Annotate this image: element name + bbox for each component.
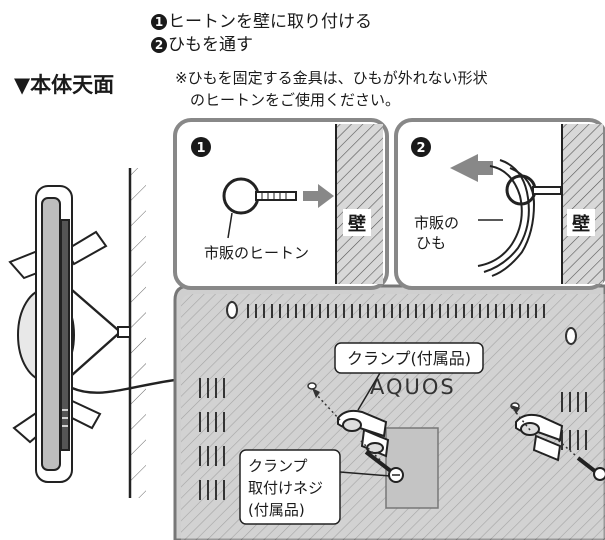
note-line-1: ※ひもを固定する金具は、ひもが外れない形状 [175,69,488,87]
string-to-wall [71,289,131,376]
panel-1-callout: 市販のヒートン [204,244,309,262]
mount-hole-left [226,301,238,319]
note-line-2: のヒートンをご使用ください。 [190,91,401,109]
step-1-text: ヒートンを壁に取り付ける [168,12,372,32]
detail-panel-2: 2 壁 市販の ひも [394,118,605,290]
brand-text: AQUOS [370,375,456,399]
screw-label-line-1: クランプ [248,457,308,475]
clamp-label-callout: クランプ(付属品) [334,342,484,411]
panel-2-wall-label: 壁 [572,213,590,235]
screw-label-line-2: 取付けネジ [248,479,323,497]
step-2-text: ひもを通す [168,35,253,55]
vent-slots-left [199,378,225,500]
vent-slots-right [561,392,587,450]
mount-hole-right [565,327,577,345]
tv-back-ribs [60,219,70,451]
string-icon [477,159,536,277]
panel-2-marker [411,137,431,157]
guide-arrows [313,391,576,461]
vent-slots-top [247,304,545,318]
panel-2-callout-line-1: 市販の [414,214,459,232]
wall-eye-hook [117,326,131,338]
clamp-screw-center [364,450,404,483]
screw-label-line-3: (付属品) [248,501,305,519]
eye-hook-icon [222,177,260,215]
clamp-screw-right [576,456,605,481]
screw-label-callout: クランプ 取付けネジ (付属品) [239,449,391,525]
aquos-logo: AQUOS [370,375,456,399]
cable-line [71,378,176,394]
arrow-left-icon [450,154,493,182]
step-2-marker: 2 [151,37,167,53]
step-1-marker: 1 [151,14,167,30]
detail-panel-1: 1 壁 市販のヒートン [173,118,389,290]
tv-side-view [8,185,108,483]
view-heading: ▼本体天面 [14,73,115,97]
svg-text:2: 2 [416,141,425,156]
panel-2-callout-line-2: ひも [416,234,446,252]
arrow-right-icon [303,184,334,208]
panel-1-wall-label: 壁 [348,213,366,235]
clamp-center [337,409,390,458]
tv-screen-edge [41,197,61,471]
clamp-right [515,413,564,462]
panel-1-marker [191,137,211,157]
wall-section [128,168,146,498]
clamp-label: クランプ(付属品) [347,349,471,368]
svg-text:1: 1 [196,141,205,156]
